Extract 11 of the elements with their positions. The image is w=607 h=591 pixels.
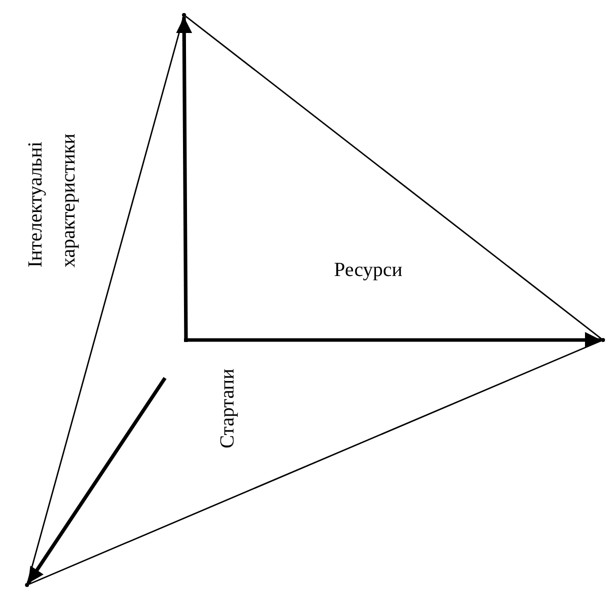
connector-line [28,340,602,585]
axis-tip-point [601,338,605,342]
axis-label: Стартапи [216,368,240,448]
connector-line [185,16,602,340]
axis-tip-point [25,583,29,587]
axis-arrow [26,377,166,584]
axis-label: Інтелектуальні характеристики [23,132,80,268]
region-label: Ресурси [334,258,402,282]
axis-tip-point [182,13,186,17]
axis-arrow [184,332,601,348]
connector-line [26,16,184,584]
